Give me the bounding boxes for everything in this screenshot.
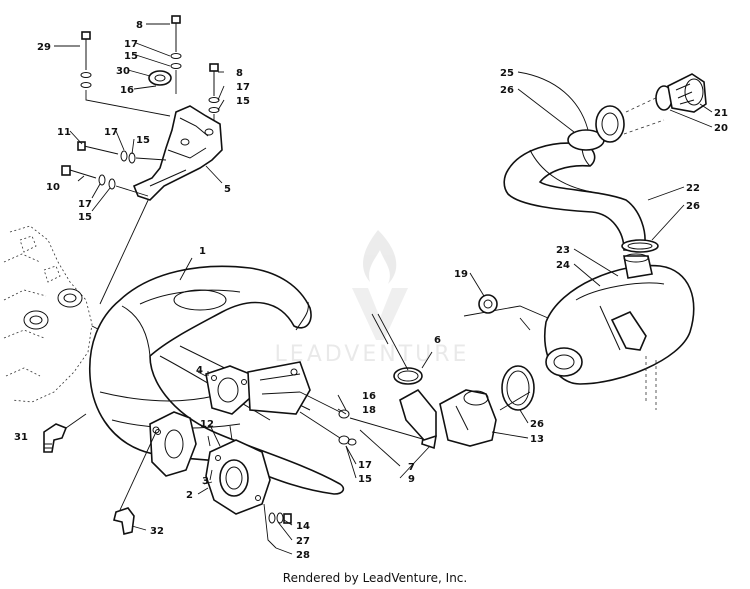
callout-32: 32 xyxy=(150,526,164,537)
caption: Rendered by LeadVenture, Inc. xyxy=(282,571,468,585)
callout-26-low: 26 xyxy=(530,419,544,430)
callout-20: 20 xyxy=(714,123,728,134)
watermark-logo: LEADVENTURE xyxy=(275,230,470,367)
fittings xyxy=(43,413,160,535)
coupler-assembly xyxy=(371,313,535,447)
callout-21: 21 xyxy=(714,108,728,119)
callout-29: 29 xyxy=(37,42,51,53)
callout-28: 28 xyxy=(296,550,310,561)
callout-14: 14 xyxy=(296,521,310,532)
callout-3: 3 xyxy=(202,476,209,487)
watermark-text: LEADVENTURE xyxy=(275,342,470,367)
callout-30: 30 xyxy=(116,66,130,77)
callout-4: 4 xyxy=(196,365,203,376)
callout-15-left: 15 xyxy=(78,212,92,223)
callout-10: 10 xyxy=(46,182,60,193)
callout-8-top: 8 xyxy=(136,20,143,31)
callout-17-left: 17 xyxy=(78,199,92,210)
callout-31: 31 xyxy=(14,432,28,443)
callout-27: 27 xyxy=(296,536,310,547)
callout-15-top: 15 xyxy=(124,51,138,62)
callout-6: 6 xyxy=(434,335,441,346)
callout-25: 25 xyxy=(500,68,514,79)
tailpipe-assembly xyxy=(503,73,707,253)
callout-13: 13 xyxy=(530,434,544,445)
callout-22: 22 xyxy=(686,183,700,194)
callout-7: 7 xyxy=(408,462,415,473)
callout-12: 12 xyxy=(200,419,214,430)
callout-labels: 29 8 17 15 30 16 8 17 15 11 17 15 10 17 … xyxy=(14,20,728,561)
callout-17-right: 17 xyxy=(236,82,250,93)
callout-17-top: 17 xyxy=(124,39,138,50)
callout-9: 9 xyxy=(408,474,415,485)
callout-26-mid: 26 xyxy=(686,201,700,212)
callout-11: 11 xyxy=(57,127,71,138)
mounting-bracket-assembly xyxy=(61,15,223,201)
callout-19: 19 xyxy=(454,269,468,280)
callout-16-top: 16 xyxy=(120,85,134,96)
silencer-assembly xyxy=(463,253,695,410)
callout-2: 2 xyxy=(186,490,193,501)
callout-15-mid: 15 xyxy=(136,135,150,146)
callout-8-right: 8 xyxy=(236,68,243,79)
callout-24: 24 xyxy=(556,260,570,271)
callout-17-mid: 17 xyxy=(104,127,118,138)
manifold-assembly xyxy=(149,411,292,549)
outlet-flange-assembly xyxy=(197,361,311,415)
callout-15-right: 15 xyxy=(236,96,250,107)
callout-15-low: 15 xyxy=(358,474,372,485)
callout-26-top: 26 xyxy=(500,85,514,96)
leader-lines xyxy=(54,23,713,555)
callout-18: 18 xyxy=(362,405,376,416)
callout-5: 5 xyxy=(224,184,231,195)
grommet xyxy=(478,294,498,314)
callout-1: 1 xyxy=(199,246,206,257)
callout-16-mid: 16 xyxy=(362,391,376,402)
callout-23: 23 xyxy=(556,245,570,256)
callout-17-low: 17 xyxy=(358,460,372,471)
